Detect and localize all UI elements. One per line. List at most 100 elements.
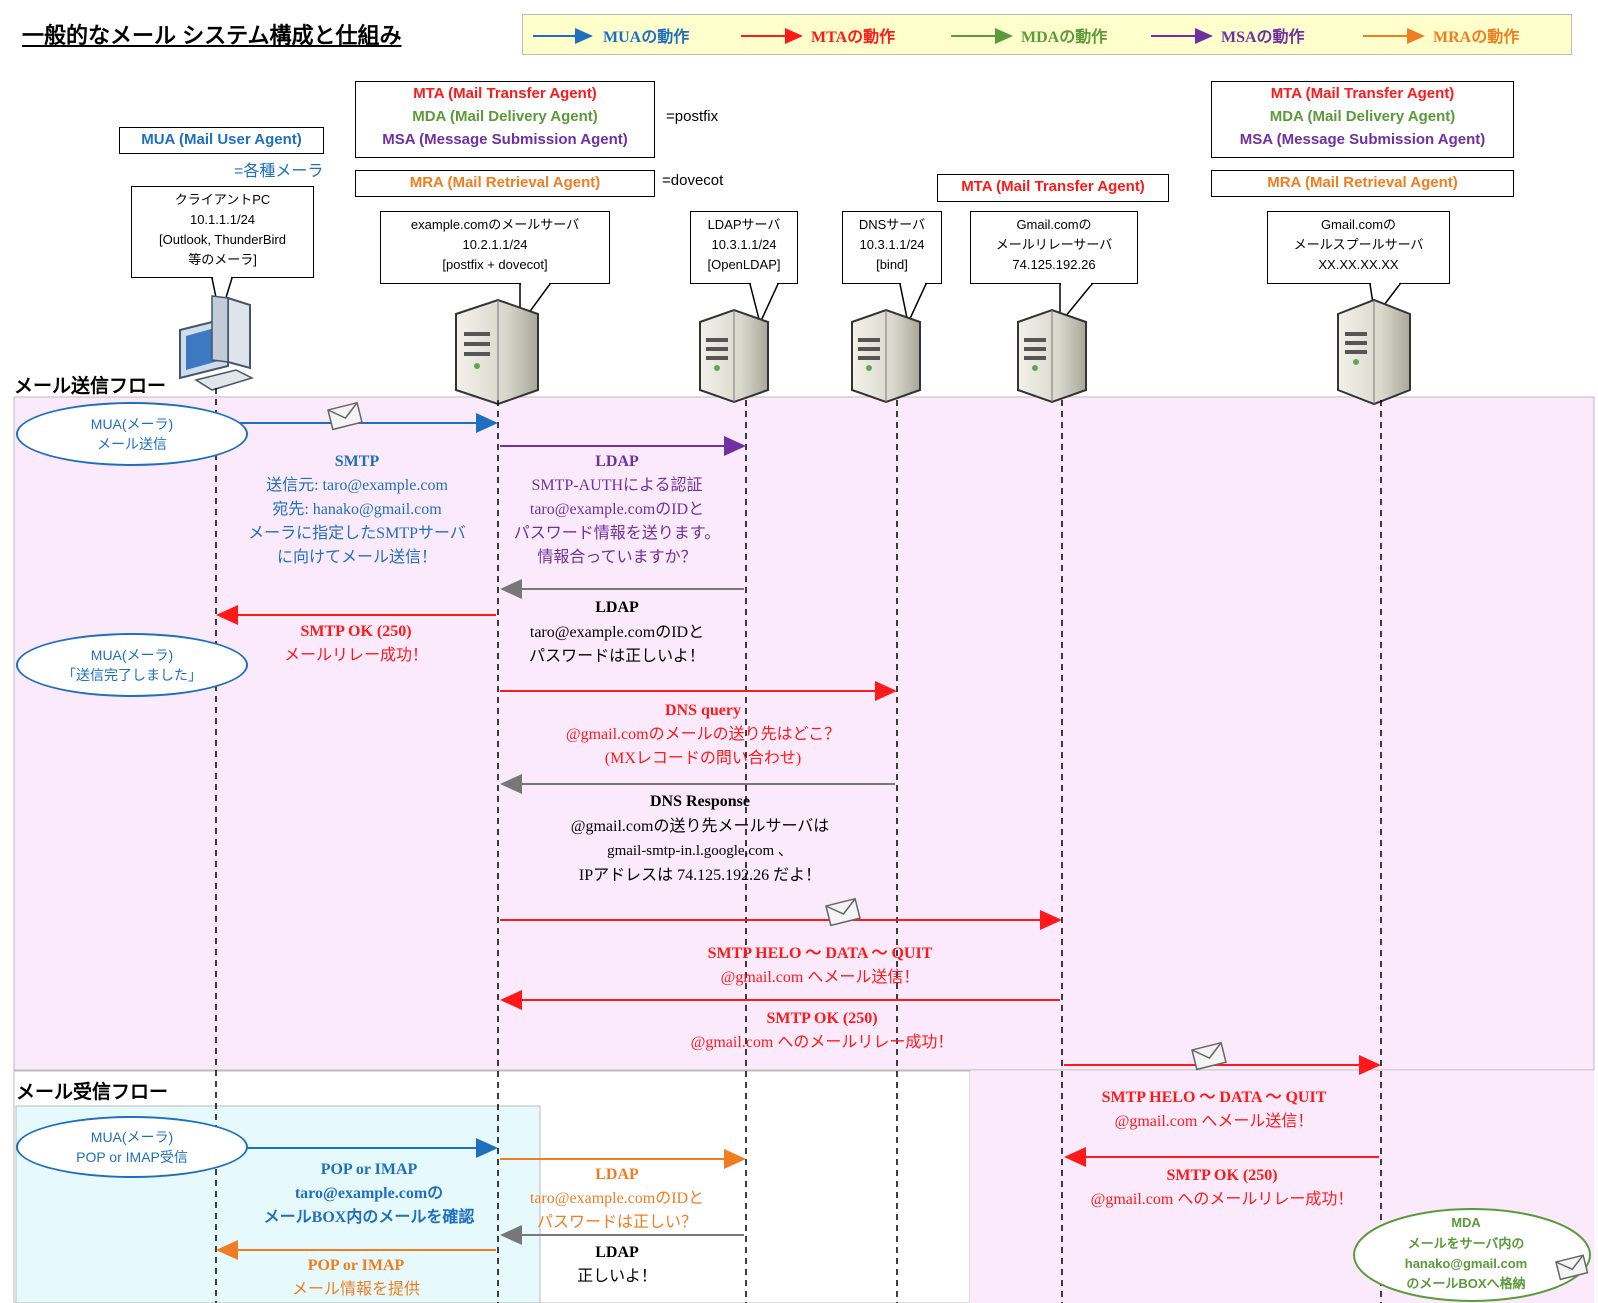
pop-title: POP or IMAP (321, 1161, 418, 1178)
callout-line: クライアントPC (174, 192, 271, 207)
ellipse-line: MUA(メーラ) (90, 647, 174, 663)
ok3-line: @gmail.com へのメールリレー成功！ (1091, 1190, 1354, 1208)
envelope-icon (1191, 1041, 1227, 1071)
ldap-q2-line: taro@example.comのIDと (530, 1190, 704, 1207)
relay-mta-box: MTA (Mail Transfer Agent) (937, 174, 1169, 202)
ldap-req-line: 情報合っていますか？ (537, 548, 696, 566)
ldap-res-line: taro@example.comのIDと (530, 624, 704, 641)
spool-server-icon (1337, 298, 1411, 406)
callout-line: [OpenLDAP] (707, 257, 781, 272)
dns-response-line: @gmail.comの送り先メールサーバは (571, 817, 830, 835)
ellipse-line: MUA(メーラ) (90, 1129, 174, 1145)
mda-line: メールをサーバ内の (1408, 1236, 1525, 1251)
callout-line: 10.3.1.1/24 (859, 237, 925, 252)
dns-query-line: @gmail.comのメールの送り先はどこ？ (566, 725, 840, 743)
spool-callout: Gmail.comの メールスプールサーバ XX.XX.XX.XX (1267, 211, 1450, 284)
legend-label: MTAの動作 (811, 27, 895, 46)
ellipse-line: POP or IMAP受信 (76, 1149, 188, 1165)
envelope-icon (825, 897, 861, 927)
mailserver-callout: example.comのメールサーバ 10.2.1.1/24 [postfix … (380, 211, 610, 284)
smtp-line: 送信元: taro@example.com (266, 476, 448, 494)
legend-label: MRAの動作 (1433, 27, 1519, 46)
pop-line: メールBOX内のメールを確認 (264, 1207, 475, 1226)
callout-line: XX.XX.XX.XX (1318, 257, 1399, 272)
callout-line: Gmail.comの (1320, 217, 1397, 232)
ok2-line: @gmail.com へのメールリレー成功！ (691, 1033, 954, 1051)
mua-done-ellipse: MUA(メーラ) 「送信完了しました」 (16, 633, 248, 697)
mda-ellipse (1353, 1208, 1591, 1302)
pop-line: taro@example.comの (295, 1185, 443, 1202)
postfix-label: =postfix (666, 108, 719, 125)
envelope-icon (327, 401, 363, 431)
smtp-line: メーラに指定したSMTPサーバ (248, 524, 466, 542)
mra-box-left: MRA (Mail Retrieval Agent) (355, 170, 655, 197)
pop-res-line: メール情報を提供 (292, 1280, 420, 1298)
dns-response-line: IPアドレスは 74.125.192.26 だよ！ (579, 867, 821, 884)
ldap-req-title: LDAP (595, 453, 639, 470)
mta-label: MTA (Mail Transfer Agent) (1270, 85, 1455, 102)
callout-line: メールスプールサーバ (1293, 237, 1424, 252)
mra-box-right: MRA (Mail Retrieval Agent) (1211, 170, 1514, 197)
msa-label: MSA (Message Submission Agent) (382, 131, 628, 148)
smtp-line: 宛先: hanako@gmail.com (272, 500, 442, 518)
smtp-line: に向けてメール送信！ (277, 548, 437, 566)
relay-server-icon (1017, 308, 1087, 404)
dovecot-label: =dovecot (662, 172, 724, 189)
ldap-q2-line: パスワードは正しい？ (537, 1214, 697, 1231)
mda-label: MDA (Mail Delivery Agent) (412, 108, 598, 125)
agent-box-right: MTA (Mail Transfer Agent) MDA (Mail Deli… (1211, 81, 1514, 158)
legend-label: MSAの動作 (1221, 27, 1305, 46)
dns-query-line: (MXレコードの問い合わせ) (605, 749, 801, 767)
mua-send-ellipse: MUA(メーラ) メール送信 (16, 402, 248, 466)
ok3-title: SMTP OK (250) (1166, 1167, 1277, 1184)
ellipse-line: MUA(メーラ) (90, 416, 174, 432)
ldap-r2-title: LDAP (595, 1244, 639, 1261)
callout-line: 10.1.1.1/24 (189, 212, 256, 227)
smtp-ok-title: SMTP OK (250) (300, 623, 411, 640)
callout-line: 10.2.1.1/24 (462, 237, 528, 252)
pop-res-title: POP or IMAP (308, 1257, 405, 1274)
mua-note: =各種メーラ (234, 163, 324, 180)
legend: MUAの動作 MTAの動作 MDAの動作 MSAの動作 MRAの動作 (522, 14, 1572, 55)
page-title: 一般的なメール システム構成と仕組み (22, 23, 402, 48)
callout-line: 74.125.192.26 (1012, 257, 1096, 272)
callout-line: [bind] (876, 257, 908, 272)
callout-line: 等のメーラ] (188, 252, 257, 267)
legend-label: MUAの動作 (603, 27, 689, 46)
callout-line: DNSサーバ (858, 217, 926, 232)
mda-line: のメールBOXへ格納 (1406, 1276, 1525, 1291)
dns-response-line: gmail-smtp-in.l.google.com 、 (607, 843, 793, 859)
msa-label: MSA (Message Submission Agent) (1239, 131, 1486, 148)
ellipse-line: メール送信 (97, 436, 167, 452)
dns-response-title: DNS Response (650, 793, 750, 810)
ldap-req-line: パスワード情報を送ります。 (514, 524, 720, 542)
callout-line: [postfix + dovecot] (442, 257, 548, 272)
mua-box: MUA (Mail User Agent) (119, 127, 324, 154)
callout-line: example.comのメールサーバ (410, 217, 580, 232)
ldap-callout: LDAPサーバ 10.3.1.1/24 [OpenLDAP] (690, 211, 798, 284)
mda-label: MDA (Mail Delivery Agent) (1269, 108, 1456, 125)
agent-box-left: MTA (Mail Transfer Agent) MDA (Mail Deli… (355, 81, 655, 158)
envelope-icon (1555, 1254, 1589, 1281)
ldap-req-line: taro@example.comのIDと (530, 501, 704, 518)
helo2-line: @gmail.com へメール送信！ (1115, 1112, 1314, 1130)
relay-callout: Gmail.comの メールリレーサーバ 74.125.192.26 (970, 211, 1138, 284)
ldap-r2-line: 正しいよ！ (577, 1268, 657, 1285)
client-callout: クライアントPC 10.1.1.1/24 [Outlook, ThunderBi… (131, 186, 314, 278)
send-flow-region (13, 396, 1595, 1071)
helo-title: SMTP HELO ～ DATA ～ QUIT (708, 945, 933, 962)
receive-flow-title: メール受信フロー (16, 1080, 168, 1103)
ok2-title: SMTP OK (250) (766, 1010, 877, 1027)
ldap-res-title: LDAP (595, 599, 639, 616)
callout-line: LDAPサーバ (707, 217, 781, 232)
mail-server-icon (455, 298, 539, 406)
computer-icon (179, 295, 255, 391)
legend-label: MDAの動作 (1021, 27, 1107, 46)
callout-line: Gmail.comの (1016, 217, 1092, 232)
mda-line: hanako@gmail.com (1405, 1256, 1527, 1271)
callout-line: 10.3.1.1/24 (711, 237, 777, 252)
helo2-title: SMTP HELO ～ DATA ～ QUIT (1102, 1089, 1327, 1106)
callout-line: メールリレーサーバ (995, 237, 1113, 252)
smtp-ok-line: メールリレー成功！ (284, 646, 428, 664)
smtp-title: SMTP (335, 453, 380, 470)
